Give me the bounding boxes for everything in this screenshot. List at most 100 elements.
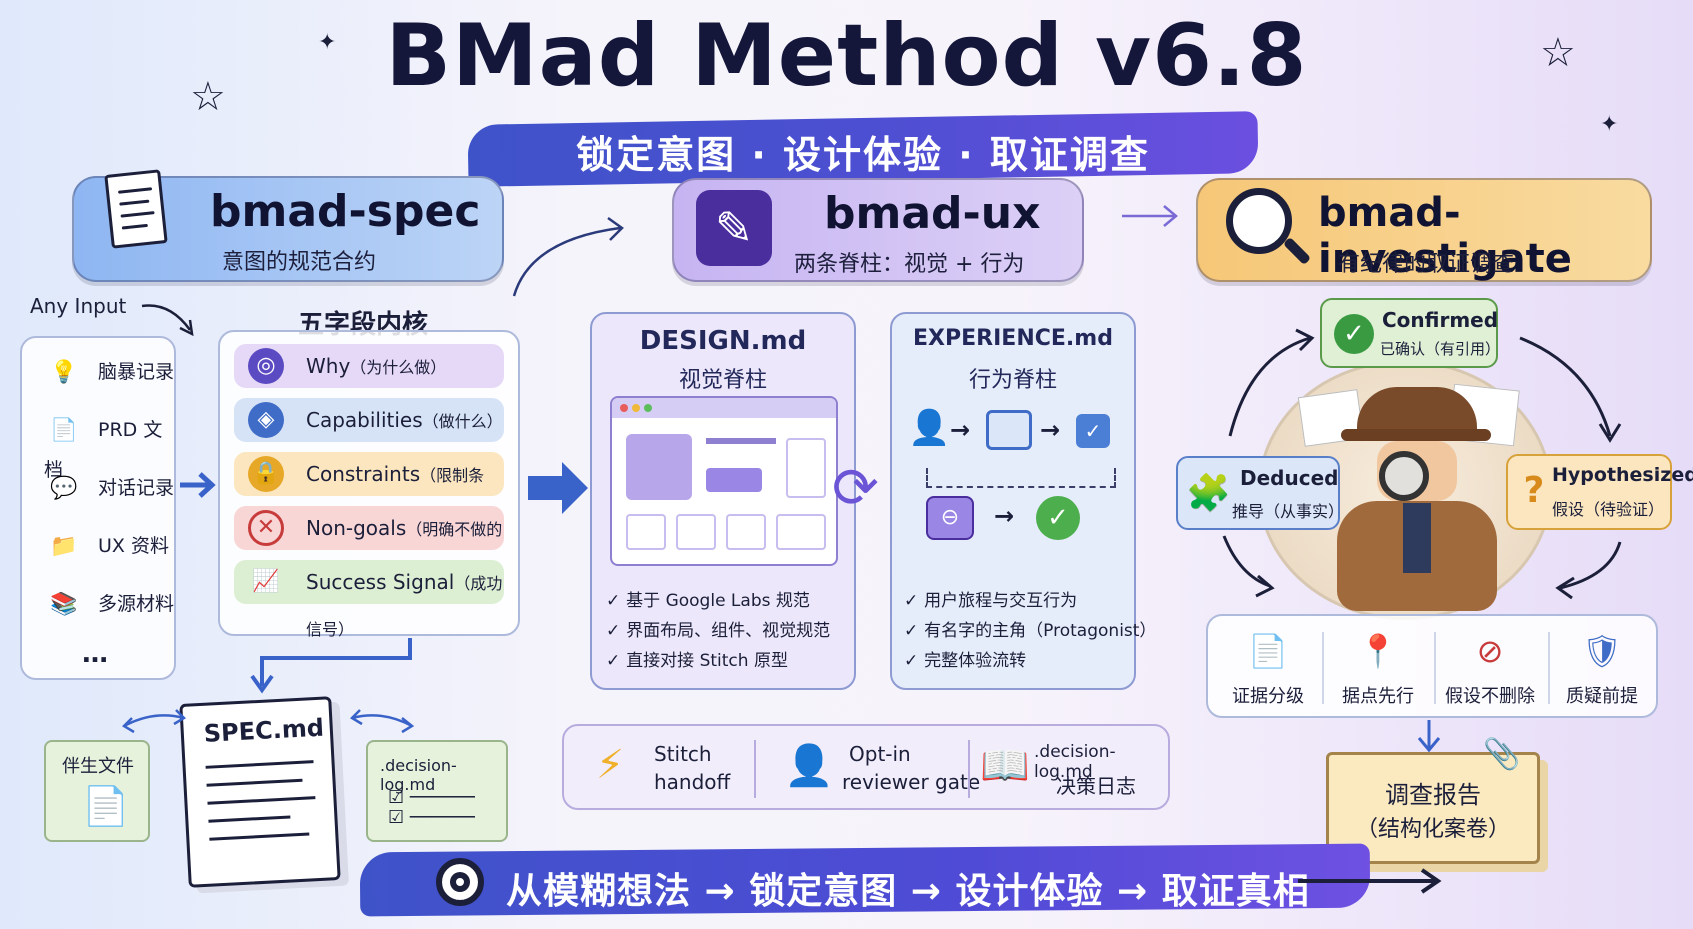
sparkle-icon: ☆ (190, 74, 226, 120)
design-md-sub: 视觉脊柱 (678, 368, 767, 393)
design-bullet: 基于 Google Labs 规范 (606, 586, 810, 611)
design-md-panel: DESIGN.md 视觉脊柱 基于 Google Labs 规范 界面布局、组件… (590, 312, 856, 690)
pencil-edit-icon: ✎ (696, 190, 772, 266)
location-pin-icon: 📍 (1358, 632, 1398, 670)
companion-file-label: 伴生文件 (62, 756, 134, 777)
design-bullet: 界面布局、组件、视觉规范 (606, 616, 830, 641)
growth-chart-icon: 📈 (252, 569, 280, 594)
decision-log-label: .decision-log.md (380, 756, 457, 794)
five-field-panel: ◎Why（为什么做） ◈Capabilities（做什么） 🔒Constrain… (218, 330, 520, 639)
any-input-label: Any Input (30, 294, 127, 318)
arrow-icon (512, 216, 624, 297)
subtitle: 锁定意图 · 设计体验 · 取证调查 (576, 133, 1150, 177)
arrow-icon (250, 638, 412, 694)
chat-icon: 💬 (50, 475, 78, 501)
investigate-features-panel: 📄证据分级 📍据点先行 ⊘假设不删除 🛡质疑前提 (1206, 614, 1658, 718)
detective-hat-icon (1357, 387, 1477, 437)
feature-no-delete-hypothesis: ⊘假设不删除 (1434, 628, 1546, 708)
check-circle-icon: ✓ (1036, 496, 1080, 540)
check-box-icon: ✓ (1076, 414, 1110, 448)
question-icon: ? (1523, 470, 1545, 511)
profile-card-icon (986, 410, 1032, 450)
hypothesized-bubble: ? Hypothesized 假设（待验证） (1506, 454, 1693, 530)
feature-question-premise: 🛡质疑前提 (1550, 628, 1654, 708)
magnifier-icon (1226, 188, 1292, 254)
folder-icon: 📁 (50, 533, 78, 559)
confirmed-sub: 已确认（有引用） (1380, 340, 1501, 358)
input-item: 💡脑暴记录 (44, 352, 174, 392)
deduced-title: Deduced (1240, 466, 1339, 490)
input-item-more: … (82, 639, 108, 669)
input-item: 💬对话记录 (44, 468, 174, 508)
target-icon: ◎ (248, 348, 284, 384)
footer-decision-line1: .decision-log.md (1034, 742, 1116, 782)
spec-file: SPEC.md (179, 696, 341, 888)
confirmed-title: Confirmed (1382, 308, 1499, 332)
cube-icon: ◈ (248, 402, 284, 438)
sparkle-icon: ✦ (1600, 112, 1619, 137)
sparkle-icon: ☆ (1540, 30, 1576, 76)
arrow-icon (349, 709, 415, 734)
ux-header: ✎ bmad-ux 两条脊柱：视觉 + 行为 (672, 178, 1084, 282)
sparkle-icon: ✦ (318, 30, 337, 55)
ux-sub: 两条脊柱：视觉 + 行为 (794, 252, 1025, 277)
arrow-icon (1417, 720, 1441, 753)
reviewer-icon: 👤 (784, 743, 834, 789)
hypothesized-title: Hypothesized (1552, 464, 1693, 486)
feature-foothold-first: 📍据点先行 (1326, 628, 1430, 708)
check-circle-icon: ✓ (1334, 314, 1374, 354)
field-constraints: 🔒Constraints（限制条件） (234, 452, 504, 531)
cursor-click-icon: ⊖ (926, 496, 974, 540)
browser-mockup (610, 396, 838, 566)
stack-icon: 📚 (50, 591, 78, 617)
lock-icon: 🔒 (248, 456, 284, 492)
paperclip-icon: 📎 (1483, 737, 1521, 772)
investigate-header: bmad-investigate 有纪律的取证调查 (1196, 178, 1652, 282)
x-circle-icon: ✕ (248, 510, 284, 546)
cycle-arrows (1222, 328, 1622, 600)
input-item: 📚多源材料 (44, 584, 174, 624)
sync-icon: ⟳ (832, 456, 879, 521)
design-bullet: 直接对接 Stitch 原型 (606, 646, 788, 671)
arrow-icon (1298, 868, 1442, 894)
decision-log-card: .decision-log.md ☑ ──────☑ ────── (366, 740, 508, 842)
feature-evidence-grading: 📄证据分级 (1216, 628, 1320, 708)
lightbulb-icon: 💡 (50, 359, 78, 385)
arrow-icon (180, 472, 216, 498)
hypothesized-sub: 假设（待验证） (1552, 500, 1665, 519)
arrow-icon (528, 462, 588, 514)
report-title: 调查报告 (1385, 781, 1481, 809)
footer-reviewer-line1: Opt-in (849, 742, 911, 766)
footer-stitch-line1: Stitch (654, 742, 712, 766)
arrow-icon (1122, 205, 1178, 227)
footer-decision-line2: 决策日志 (1056, 774, 1136, 798)
field-non-goals: ✕Non-goals（明确不做的事） (234, 506, 504, 585)
experience-md-title: EXPERIENCE.md (913, 326, 1113, 351)
input-list-panel: 💡脑暴记录 📄PRD 文档 💬对话记录 📁UX 资料 📚多源材料 … (20, 336, 176, 680)
avatar (626, 434, 692, 500)
book-icon: 📖 (980, 743, 1030, 789)
checklist-icon: ☑ ──────☑ ────── (388, 787, 475, 828)
target-icon (436, 858, 484, 906)
footer-reviewer-line2: reviewer gate (842, 770, 981, 794)
spec-name: bmad-spec (210, 186, 481, 237)
document-stack-icon (104, 169, 168, 249)
document-icon: 📄 (82, 784, 130, 828)
design-md-title: DESIGN.md (639, 326, 807, 356)
bottom-flow-text: 从模糊想法 → 锁定意图 → 设计体验 → 取证真相 (506, 871, 1310, 912)
experience-bullet: 完整体验流转 (904, 646, 1026, 671)
lightning-icon: ⚡ (596, 742, 625, 788)
document-icon: 📄 (1248, 632, 1288, 670)
spec-header: bmad-spec 意图的规范合约 (72, 169, 504, 282)
shield-check-icon: 🛡 (1581, 632, 1623, 670)
deduced-bubble: 🧩 Deduced 推导（从事实） (1176, 456, 1345, 530)
no-delete-icon: ⊘ (1476, 632, 1504, 670)
investigate-sub: 有纪律的取证调查 (1338, 252, 1515, 277)
confirmed-bubble: ✓ Confirmed 已确认（有引用） (1320, 298, 1501, 368)
deduced-sub: 推导（从事实） (1232, 502, 1345, 521)
ux-name: bmad-ux (824, 188, 1041, 239)
field-success-signal: 📈Success Signal（成功信号） (234, 560, 504, 639)
experience-md-sub: 行为脊柱 (968, 368, 1057, 393)
experience-md-panel: EXPERIENCE.md 行为脊柱 👤 → → ✓ ⊖ → ✓ 用户旅程与交互… (890, 312, 1156, 690)
spec-file-name: SPEC.md (203, 713, 325, 748)
